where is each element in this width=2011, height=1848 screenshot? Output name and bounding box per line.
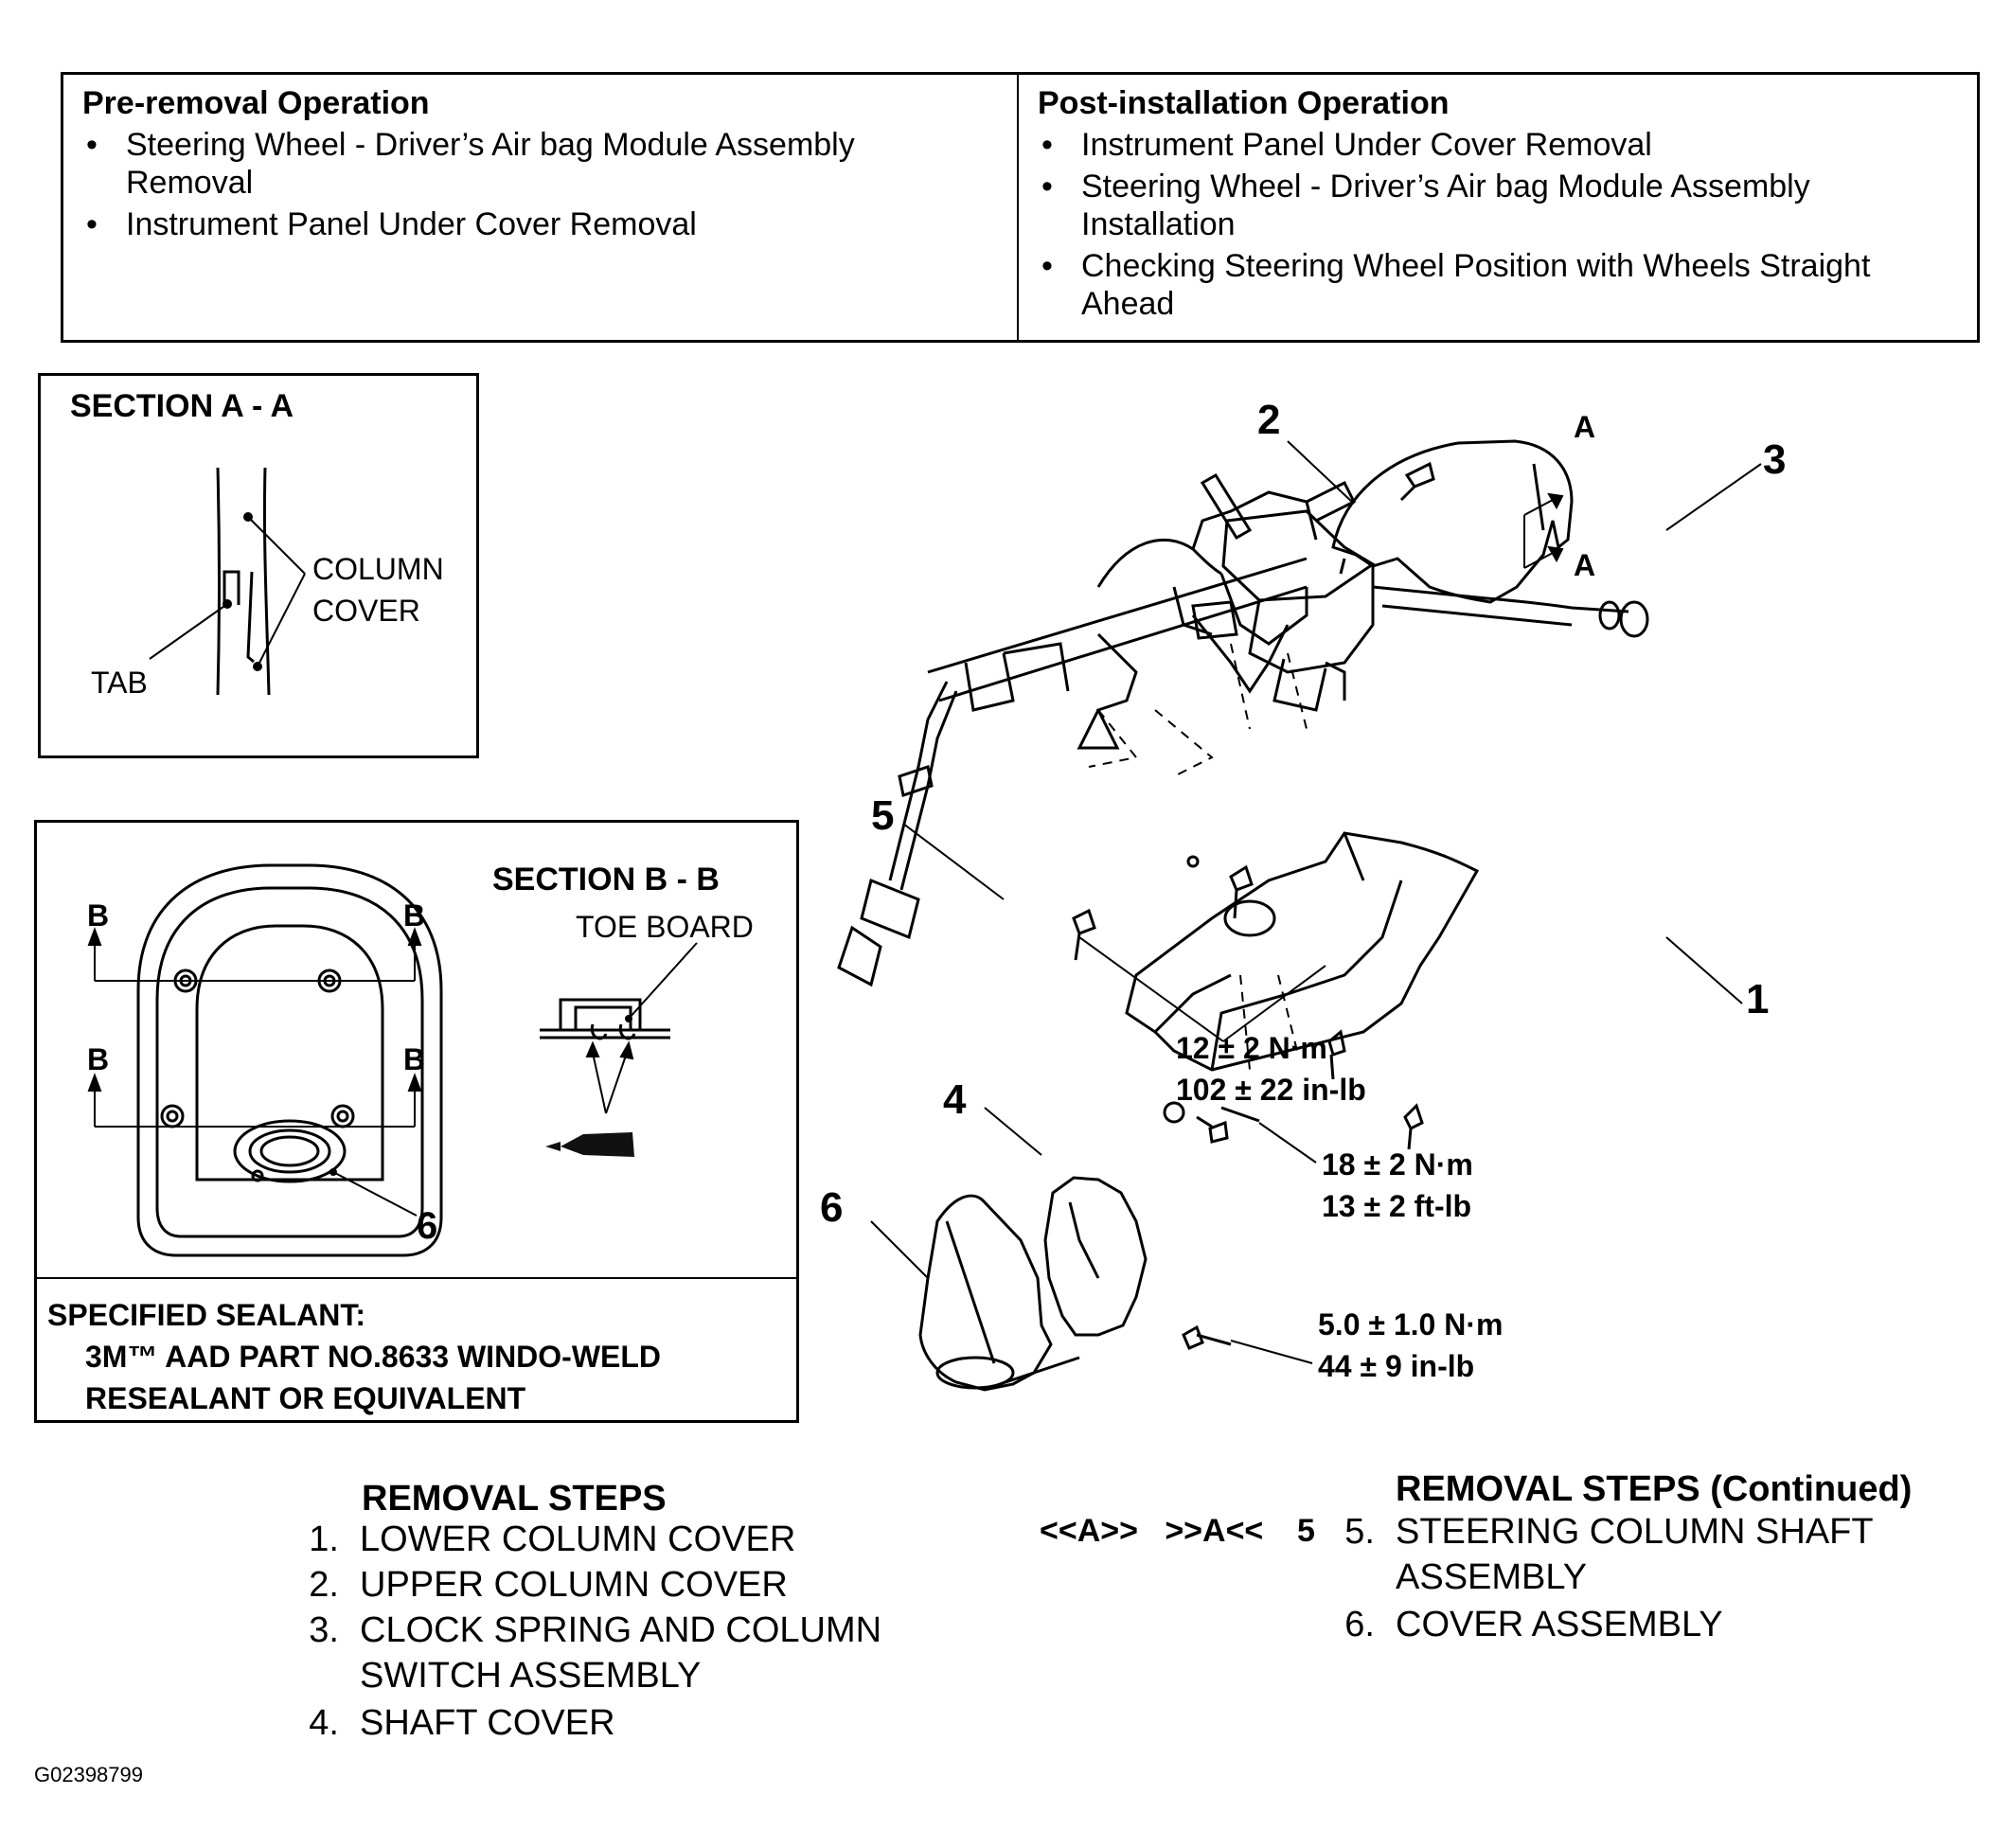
install-guide-lines (1088, 643, 1308, 1071)
column-cover-label: COVER (312, 594, 420, 628)
step-number: 4. (309, 1703, 339, 1743)
toe-board-illustration (540, 998, 670, 1040)
section-a-title: SECTION A - A (70, 388, 294, 424)
figure-code: G02398799 (34, 1763, 143, 1786)
section-b-marker: B (87, 898, 109, 933)
callout-6: 6 (820, 1184, 843, 1231)
callout-1: 1 (1746, 976, 1769, 1022)
pre-removal-operation: Pre-removal Operation Steering Wheel - D… (63, 75, 1019, 340)
tab-label: TAB (91, 666, 148, 700)
step-text: ASSEMBLY (1396, 1557, 1588, 1597)
pre-removal-item: Steering Wheel - Driver’s Air bag Module… (82, 126, 959, 202)
toe-board-label: TOE BOARD (576, 910, 754, 944)
step-text: LOWER COLUMN COVER (360, 1519, 796, 1559)
step-number: 3. (309, 1610, 339, 1650)
step-text: STEERING COLUMN SHAFT (1396, 1512, 1874, 1552)
post-installation-item: Checking Steering Wheel Position with Wh… (1038, 247, 1962, 323)
callout-leader-lines (870, 440, 1762, 1279)
screw-icon (1399, 461, 1435, 502)
bolt-icon (1072, 864, 1424, 1350)
steering-column-exploded-diagram: A A 2 3 5 1 4 6 12 ± 2 N·m 102 ± 22 in-l… (820, 397, 1786, 1392)
section-b-b-box: B B B B 6 SECTION B - B TOE BOARD SPECIF… (34, 820, 799, 1423)
callout-5: 5 (871, 792, 894, 839)
callout-4: 4 (943, 1076, 967, 1123)
column-cover-profile-illustration (216, 467, 271, 696)
callout-6-section-b: 6 (417, 1205, 437, 1247)
sealant-arrows (585, 1040, 634, 1114)
step-5-code-number: 5 (1297, 1513, 1315, 1549)
step-text: UPPER COLUMN COVER (360, 1565, 788, 1605)
pre-removal-item: Instrument Panel Under Cover Removal (82, 205, 1002, 243)
torque-label-imperial: 13 ± 2 ft-lb (1322, 1189, 1471, 1223)
torque-label-metric: 12 ± 2 N·m (1176, 1031, 1327, 1065)
sealant-spec-line: RESEALANT OR EQUIVALENT (85, 1381, 526, 1415)
steering-column-shaft-illustration (837, 480, 1357, 987)
step-number: 6. (1344, 1605, 1375, 1644)
section-b-marker: B (403, 1042, 425, 1076)
post-installation-operation: Post-installation Operation Instrument P… (1019, 75, 1977, 340)
torque-label-metric: 18 ± 2 N·m (1322, 1147, 1473, 1182)
column-cover-label: COLUMN (312, 552, 444, 586)
sealant-label: SPECIFIED SEALANT: (47, 1298, 365, 1332)
step-text: SHAFT COVER (360, 1703, 615, 1743)
callout-3: 3 (1763, 436, 1786, 483)
shaft-cover-illustration (1043, 1176, 1148, 1337)
service-point-codes: <<A>> >>A<< (1040, 1513, 1264, 1549)
removal-steps-continued-title: REMOVAL STEPS (Continued) (1396, 1469, 1913, 1509)
sealant-spec-line: 3M™ AAD PART NO.8633 WINDO-WELD (85, 1340, 661, 1374)
step-text: SWITCH ASSEMBLY (360, 1656, 702, 1696)
torque-label-imperial: 102 ± 22 in-lb (1176, 1073, 1366, 1107)
section-line-a (1523, 492, 1564, 569)
removal-steps-title: REMOVAL STEPS (362, 1479, 667, 1519)
sealant-tube-icon (545, 1132, 634, 1157)
section-a-marker: A (1574, 410, 1595, 444)
section-line-b (87, 927, 422, 1128)
torque-label-metric: 5.0 ± 1.0 N·m (1318, 1307, 1503, 1342)
section-b-marker: B (87, 1042, 109, 1076)
cover-assembly-illustration (136, 863, 443, 1257)
step-number: 5. (1344, 1512, 1375, 1552)
lower-column-cover-illustration (1125, 831, 1480, 1072)
step-text: COVER ASSEMBLY (1396, 1605, 1723, 1644)
torque-label-imperial: 44 ± 9 in-lb (1318, 1349, 1474, 1383)
step-number: 1. (309, 1519, 339, 1559)
cover-assembly-illustration (918, 1194, 1080, 1392)
pre-removal-list: Steering Wheel - Driver’s Air bag Module… (82, 126, 1002, 243)
step-number: 2. (309, 1565, 339, 1605)
post-installation-list: Instrument Panel Under Cover Removal Ste… (1038, 126, 1962, 323)
section-a-a-box: SECTION A - A COLUMN COVER TAB (38, 373, 479, 758)
section-b-marker: B (403, 898, 425, 933)
clock-spring-column-switch-illustration (1191, 472, 1649, 712)
upper-column-cover-illustration (1331, 439, 1574, 604)
step-text: CLOCK SPRING AND COLUMN (360, 1610, 882, 1650)
callout-2: 2 (1257, 397, 1280, 443)
section-a-marker: A (1574, 548, 1595, 582)
post-installation-item: Instrument Panel Under Cover Removal (1038, 126, 1962, 164)
post-installation-item: Steering Wheel - Driver’s Air bag Module… (1038, 168, 1962, 243)
section-b-title: SECTION B - B (492, 862, 720, 897)
pre-removal-heading: Pre-removal Operation (82, 85, 430, 121)
post-installation-heading: Post-installation Operation (1038, 85, 1450, 121)
operation-table: Pre-removal Operation Steering Wheel - D… (61, 72, 1980, 343)
